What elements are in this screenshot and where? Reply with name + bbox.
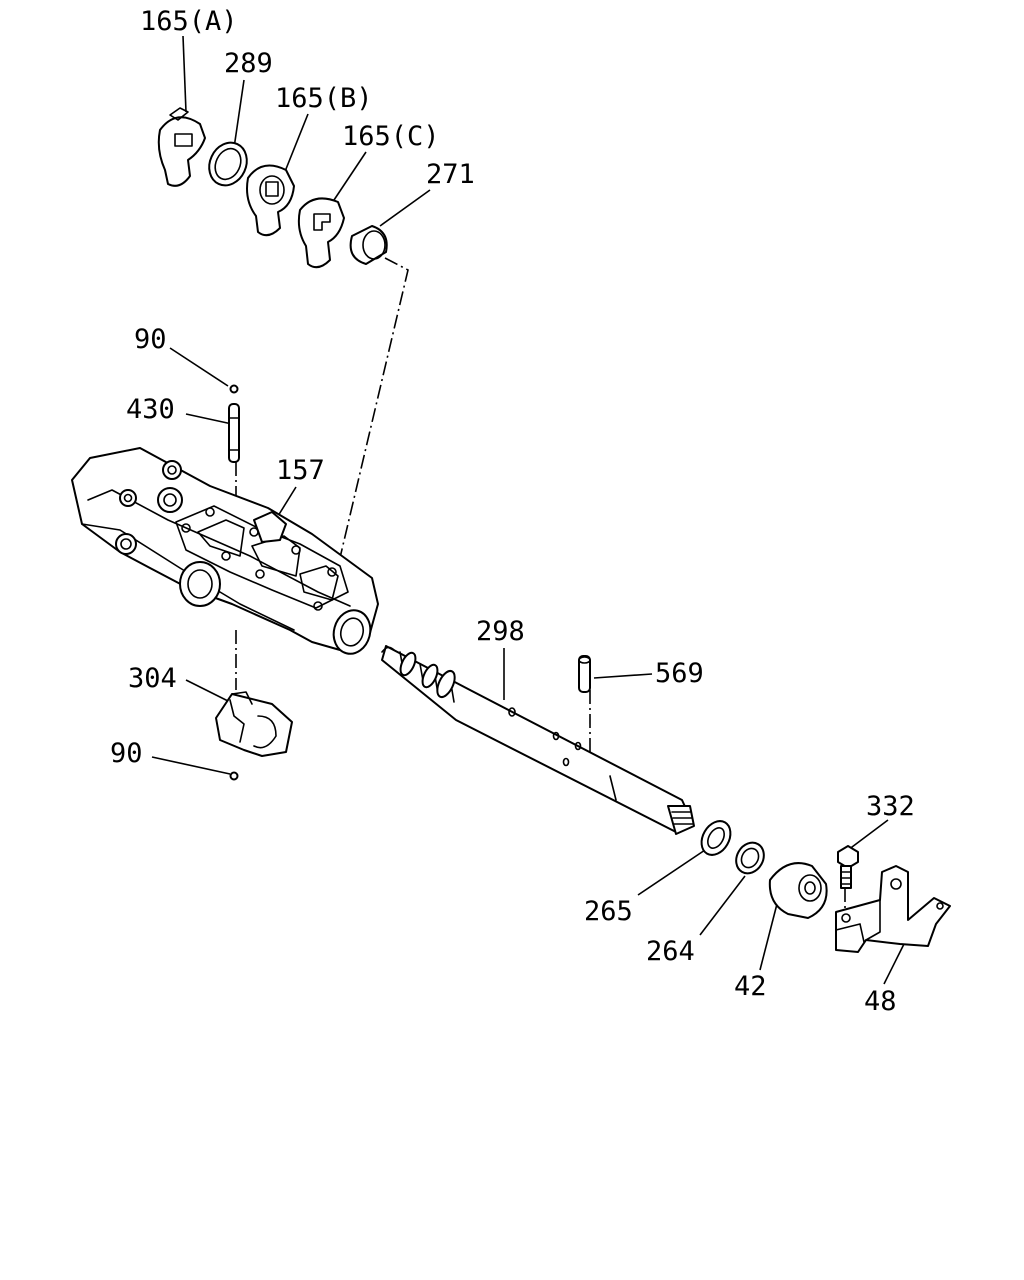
callout-569: 569 xyxy=(655,658,704,689)
part-48-bracket xyxy=(835,865,951,953)
part-265-seal xyxy=(700,820,732,856)
part-165a-lever xyxy=(157,107,206,187)
part-332-bolt xyxy=(837,845,859,889)
part-264-bushing xyxy=(735,841,765,875)
callout-298: 298 xyxy=(476,616,525,647)
callout-90-bottom: 90 xyxy=(110,738,143,769)
callout-430: 430 xyxy=(126,394,175,425)
part-569-pin xyxy=(578,655,591,693)
callout-90-top: 90 xyxy=(134,324,167,355)
callout-264: 264 xyxy=(646,936,695,967)
part-298-shaft xyxy=(381,645,695,835)
callout-165b: 165(B) xyxy=(275,83,373,114)
callout-42: 42 xyxy=(734,971,767,1002)
callout-48: 48 xyxy=(864,986,897,1017)
part-304-block xyxy=(215,691,293,757)
callout-165a: 165(A) xyxy=(140,6,238,37)
part-165c-lever xyxy=(297,197,345,269)
part-271-sleeve xyxy=(349,225,388,265)
callout-304: 304 xyxy=(128,663,177,694)
part-430-pin xyxy=(228,403,240,463)
part-90-top-ball xyxy=(229,384,239,394)
part-90-bottom-ball xyxy=(229,771,239,781)
part-42-cushion xyxy=(768,862,828,919)
callout-165c: 165(C) xyxy=(342,121,440,152)
part-165b-lever xyxy=(246,164,295,237)
callout-332: 332 xyxy=(866,791,915,822)
callout-157: 157 xyxy=(276,455,325,486)
leader-lines xyxy=(151,35,905,985)
callout-265: 265 xyxy=(584,896,633,927)
housing-body xyxy=(71,447,379,655)
callout-271: 271 xyxy=(426,159,475,190)
callout-289: 289 xyxy=(224,48,273,79)
part-289-ring xyxy=(208,141,248,187)
